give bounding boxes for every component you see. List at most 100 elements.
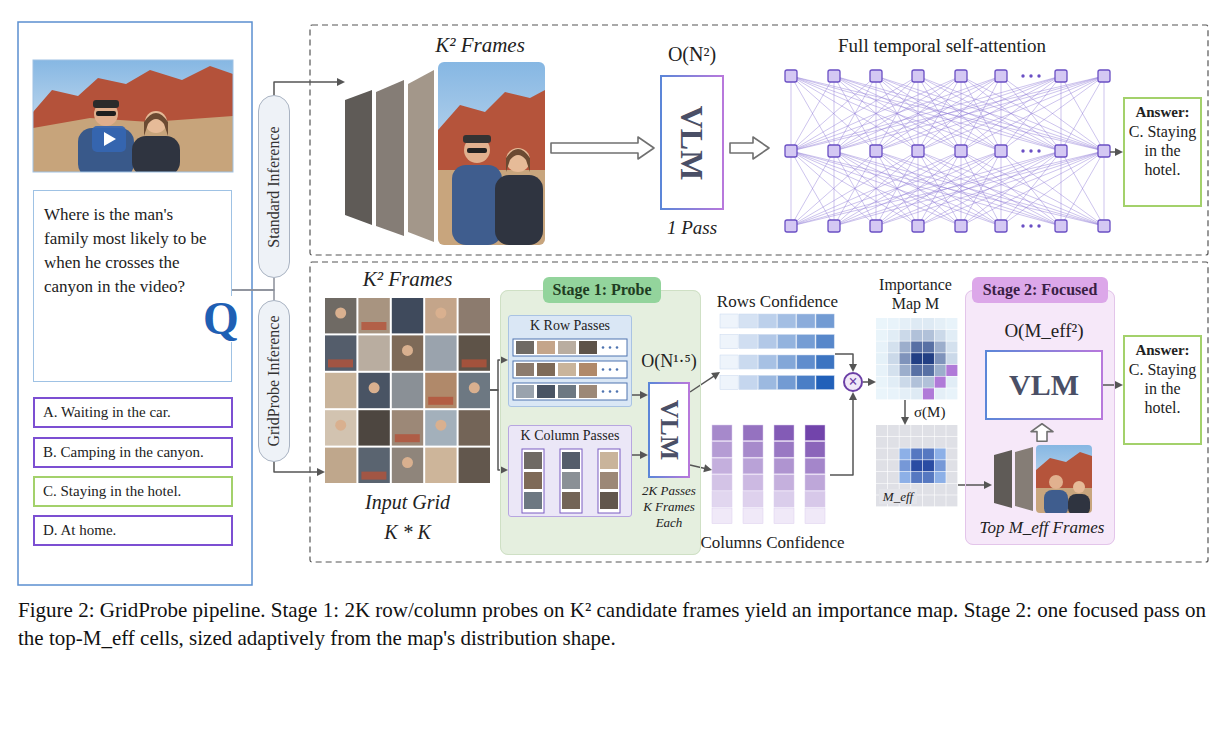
importance-cell [911,388,922,399]
importance-cell [899,318,910,329]
frame-stack-art-part-part [506,149,530,172]
grid-tile [358,448,389,483]
strip-thumb [537,341,555,354]
connector [490,390,508,474]
graph-title: Full temporal self-attention [782,34,1102,57]
importance-cell [888,330,899,341]
ellipsis-dot [616,368,619,371]
tab-label: Standard Inference [264,99,284,274]
stage-panel: Stage 1: ProbeK Row PassesK Column Passe… [500,290,701,555]
importance-cell [876,365,887,376]
importance-cell [911,377,922,388]
sigma-cell [923,437,934,448]
connector-line [904,400,906,419]
option-box: B. Camping in the canyon. [33,437,233,468]
input-grid: K² FramesInput GridK * K [325,298,490,484]
importance-cell [946,388,957,399]
column-bar-cell [712,442,732,458]
stage-label: Stage 2: Focused [972,277,1108,303]
attention-lines [791,76,1104,226]
video-thumbnail-part [93,100,119,108]
grid-tile [358,335,389,370]
column-bar-cell [743,475,763,491]
arrow-head [711,372,720,380]
sigma-cell [935,437,946,448]
ellipsis-dot [1021,224,1024,227]
importance-cell [946,318,957,329]
dashed-panel [310,262,1208,562]
grid-face [469,382,480,393]
importance-cell [935,388,946,399]
block-arrow [730,137,769,159]
grid-tile [325,335,356,370]
block-arrow [551,137,654,159]
importance-cell [888,353,899,364]
strip-thumb [562,472,580,489]
grid-tile [358,298,389,333]
importance-cell [923,353,934,364]
pass-fill [508,425,632,517]
sigma-cell [946,425,957,436]
grid-face [335,420,346,431]
grid-tile [459,298,490,333]
importance-cell [888,318,899,329]
pass-count: 1 Pass [632,216,752,239]
token-node [870,145,882,157]
vlm-label: VLM [654,385,684,475]
arrow-head [703,464,712,472]
question-mark-letter: Q [203,296,239,342]
sigma-cell [946,495,957,506]
strip-thumb [516,363,534,376]
strip-thumb [516,341,534,354]
connector-line [274,82,339,95]
arrow-head [1115,148,1123,156]
importance-cell [911,318,922,329]
question-box: Where is the man's family most likely to… [33,190,232,382]
importance-cell [911,353,922,364]
option-text: B. Camping in the canyon. [43,443,223,462]
row-bar-cell [720,314,738,328]
strip-thumb [516,385,534,398]
row-bar-cell [778,335,796,349]
stage-label: Stage 1: Probe [543,277,661,303]
strip-thumb [537,363,555,376]
sigma-cell [888,448,899,459]
token-node [785,220,797,232]
column-bar-cell [774,491,794,507]
token-node [912,145,924,157]
grid-rock [361,322,386,330]
grid-face [402,457,413,468]
sigma-cell [946,437,957,448]
arrow-head [337,78,345,86]
column-bar-cell [805,475,825,491]
strip-thumb [524,492,542,509]
row-bar-cell [739,355,757,369]
importance-cell [899,341,910,352]
importance-cell [888,341,899,352]
importance-cell [946,365,957,376]
row-bar-cell [816,314,834,328]
row-bar-cell [758,376,776,390]
importance-cell [899,377,910,388]
complexity-label: O(M_eff²) [975,319,1113,342]
token-node [870,70,882,82]
grid-tile [459,335,490,370]
grid-tile [392,448,423,483]
importance-cell [876,388,887,399]
column-bar-cell [774,458,794,474]
row-bar-cell [758,335,776,349]
strip-thumb [524,452,542,469]
importance-cell [876,330,887,341]
strip-thumb [579,363,597,376]
vlm-label: VLM [985,350,1103,420]
ellipsis-dot [602,390,605,393]
grid-tile [425,373,456,408]
frame-stack-art-part-part [463,135,491,143]
grid-rock [361,472,386,480]
token-node [955,220,967,232]
question-text: Where is the man's family most likely to… [44,203,221,299]
column-bar-cell [774,425,794,441]
option-box: D. At home. [33,515,233,546]
grid-tile [459,410,490,445]
connector [835,354,857,372]
